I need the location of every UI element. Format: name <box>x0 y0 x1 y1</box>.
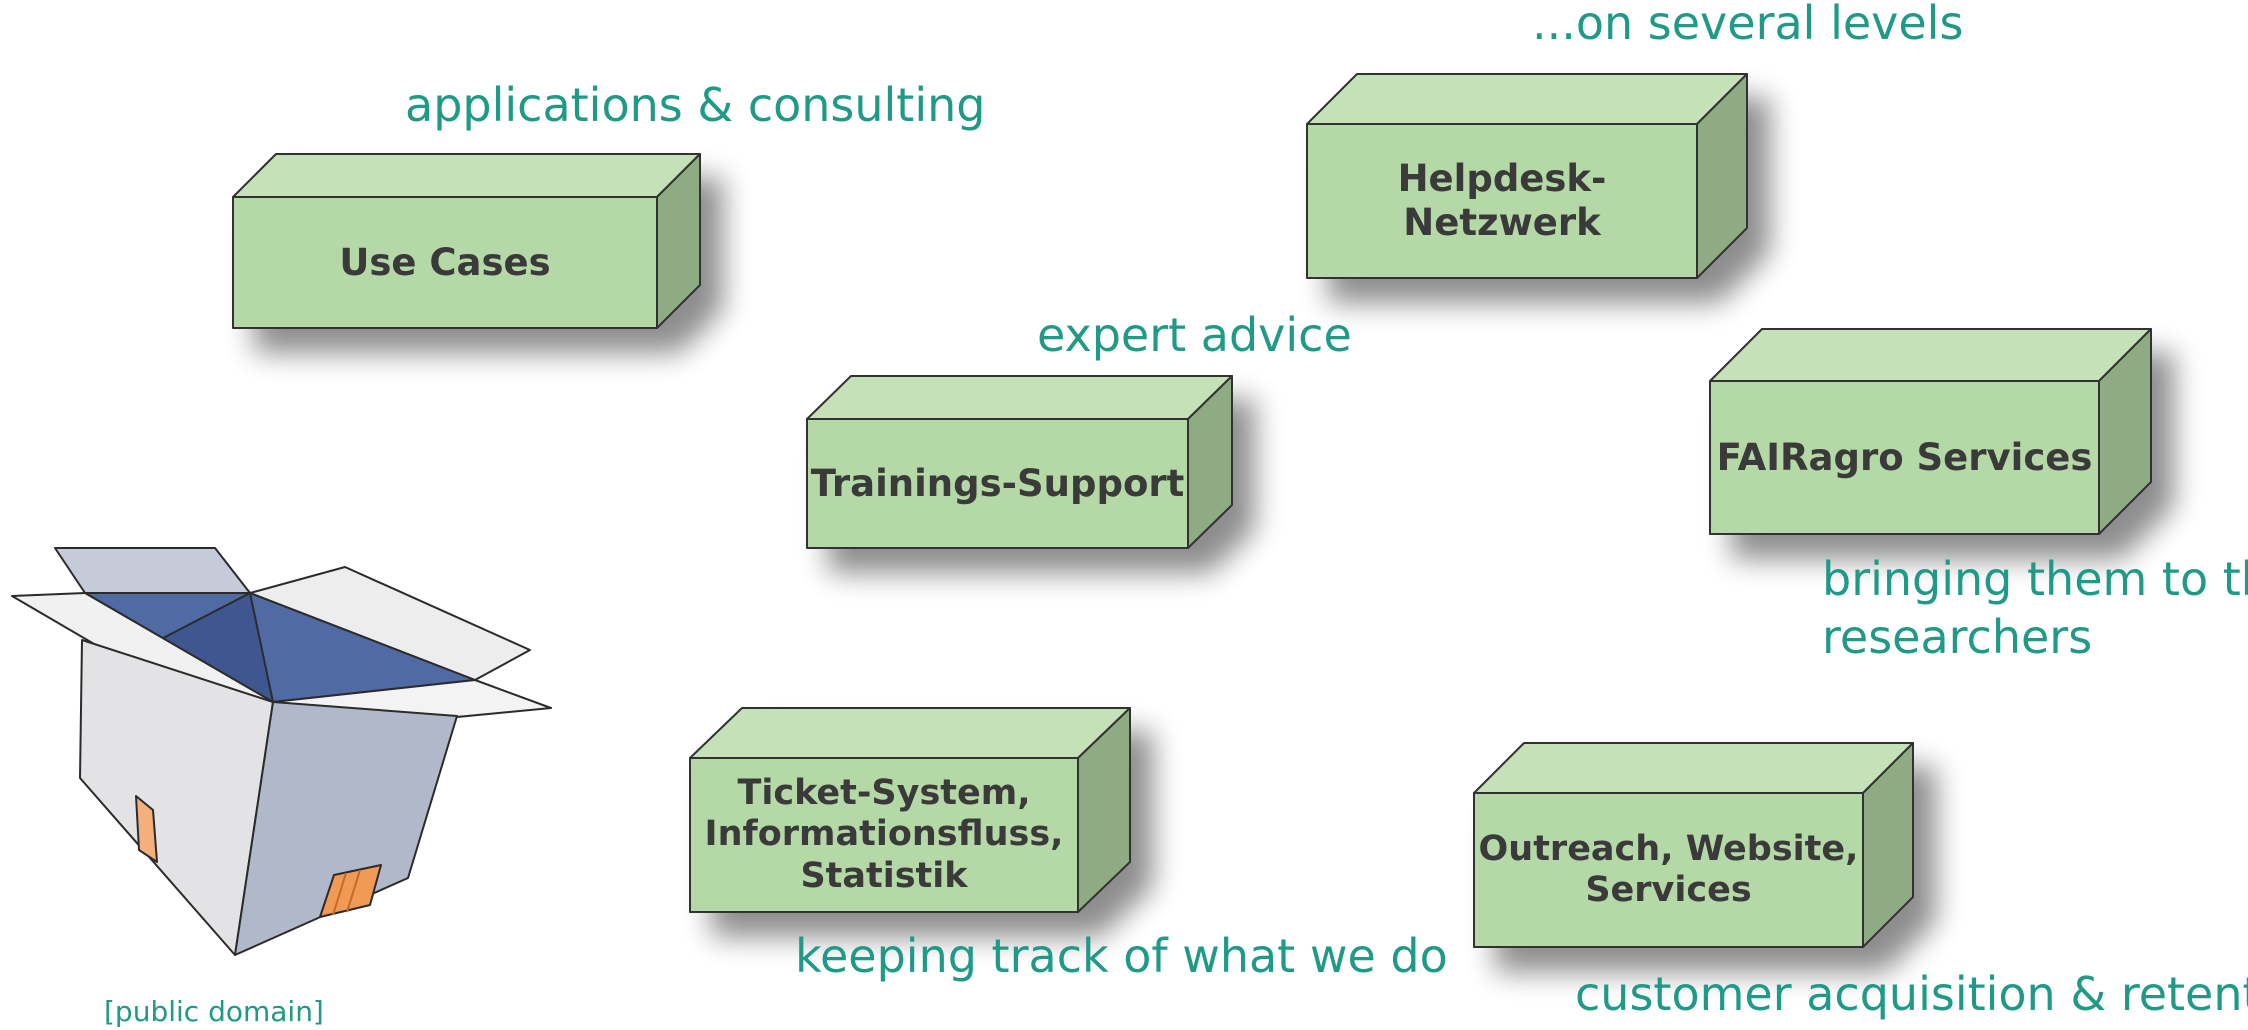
outreach-label: Outreach, Website, Services <box>1478 828 1859 910</box>
outreach-cube <box>1473 742 1914 948</box>
caption-bringing-line-2: researchers <box>1822 610 2093 664</box>
ticket-cube <box>689 707 1131 913</box>
trainings-label: Trainings-Support <box>810 461 1185 505</box>
fairagro-label: FAIRagro Services <box>1716 435 2093 479</box>
caption-expert-advice: expert advice <box>1037 308 1352 362</box>
caption-customer-acquisition: customer acquisition & retention <box>1575 967 2248 1021</box>
trainings-cube <box>806 375 1233 549</box>
use-cases-label: Use Cases <box>339 240 551 284</box>
helpdesk-label: Helpdesk-Netzwerk <box>1397 157 1607 244</box>
caption-bringing-line-1: bringing them to the <box>1822 552 2248 606</box>
caption-public-domain: [public domain] <box>104 995 324 1028</box>
fairagro-cube <box>1709 328 2152 535</box>
caption-keeping-track: keeping track of what we do <box>795 929 1448 983</box>
use-cases-cube <box>232 153 701 329</box>
caption-several-levels: ...on several levels <box>1532 0 1964 50</box>
caption-applications-consulting: applications & consulting <box>405 78 986 132</box>
helpdesk-cube <box>1306 73 1748 279</box>
ticket-label: Ticket-System, Informationsfluss, Statis… <box>704 773 1064 896</box>
open-cardboard-box-icon <box>11 547 552 956</box>
